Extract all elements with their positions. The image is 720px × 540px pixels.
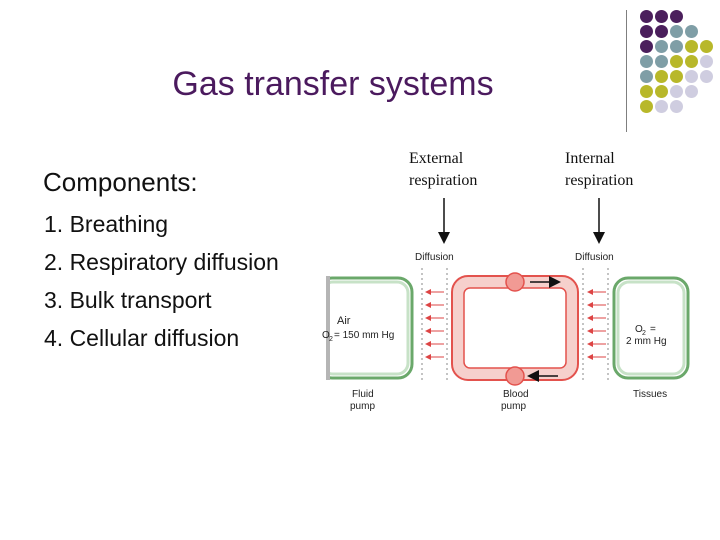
left-edge-bar [326, 276, 330, 380]
decor-dot [655, 10, 668, 23]
tissue-o2-subscript: 2 [642, 330, 646, 337]
decor-dot [655, 25, 668, 38]
external-label-line2: respiration [409, 172, 478, 189]
air-o2-subscript: 2 [329, 336, 333, 343]
decor-dot [670, 40, 683, 53]
external-respiration-label: External respiration [409, 148, 477, 192]
air-o2-value: = 150 mm Hg [334, 330, 394, 341]
decor-dot [685, 55, 698, 68]
decor-dot [655, 40, 668, 53]
internal-respiration-label: Internal respiration [565, 148, 633, 192]
decor-dot [670, 10, 683, 23]
blood-pump-node [505, 366, 525, 386]
decor-dot [655, 55, 668, 68]
decor-dot [700, 40, 713, 53]
decor-dot [670, 70, 683, 83]
decor-dot [685, 70, 698, 83]
air-o2-symbol: O [322, 330, 330, 341]
decor-dot [640, 40, 653, 53]
decor-dot [670, 85, 683, 98]
diffusion-right-label: Diffusion [575, 252, 614, 263]
decor-dot [640, 25, 653, 38]
slide-title: Gas transfer systems [172, 65, 494, 103]
right-diffusion-arrows [587, 289, 606, 360]
decor-dot [685, 40, 698, 53]
fluid-pump-label-line1: Fluid [352, 389, 374, 400]
decor-dot [700, 70, 713, 83]
diffusion-left-label: Diffusion [415, 252, 454, 263]
decor-dot [670, 55, 683, 68]
vertical-divider [626, 10, 627, 132]
decor-dot [640, 70, 653, 83]
decor-dot [700, 55, 713, 68]
tissue-o2-value: 2 mm Hg [626, 336, 667, 347]
decor-dot [640, 100, 653, 113]
tissue-o2-equals: = [650, 324, 656, 335]
blood-pump-label-line1: Blood [503, 389, 529, 400]
decor-dot [670, 25, 683, 38]
decorative-dot-grid [640, 10, 720, 126]
decor-dot [640, 55, 653, 68]
list-item: 1. Breathing [44, 211, 169, 237]
blood-pump-label-line2: pump [501, 401, 526, 412]
decor-dot [640, 10, 653, 23]
internal-label-line2: respiration [565, 172, 634, 189]
decor-dot [655, 70, 668, 83]
air-label: Air [337, 315, 351, 327]
decor-dot [655, 85, 668, 98]
external-label-line1: External [409, 150, 464, 167]
list-item: 4. Cellular diffusion [44, 325, 240, 351]
internal-label-line1: Internal [565, 150, 615, 167]
list-item: 2. Respiratory diffusion [44, 249, 279, 275]
decor-dot [670, 100, 683, 113]
components-heading: Components: [43, 167, 198, 197]
tissues-label: Tissues [633, 389, 667, 400]
top-pump-node [505, 272, 525, 292]
components-list: 1. Breathing 2. Respiratory diffusion 3.… [44, 205, 279, 357]
decor-dot [640, 85, 653, 98]
tissue-o2-symbol: O [635, 324, 643, 335]
decor-dot [655, 100, 668, 113]
left-diffusion-arrows [425, 289, 444, 360]
fluid-pump-label-line2: pump [350, 401, 375, 412]
decor-dot [685, 25, 698, 38]
decor-dot [685, 85, 698, 98]
list-item: 3. Bulk transport [44, 287, 212, 313]
